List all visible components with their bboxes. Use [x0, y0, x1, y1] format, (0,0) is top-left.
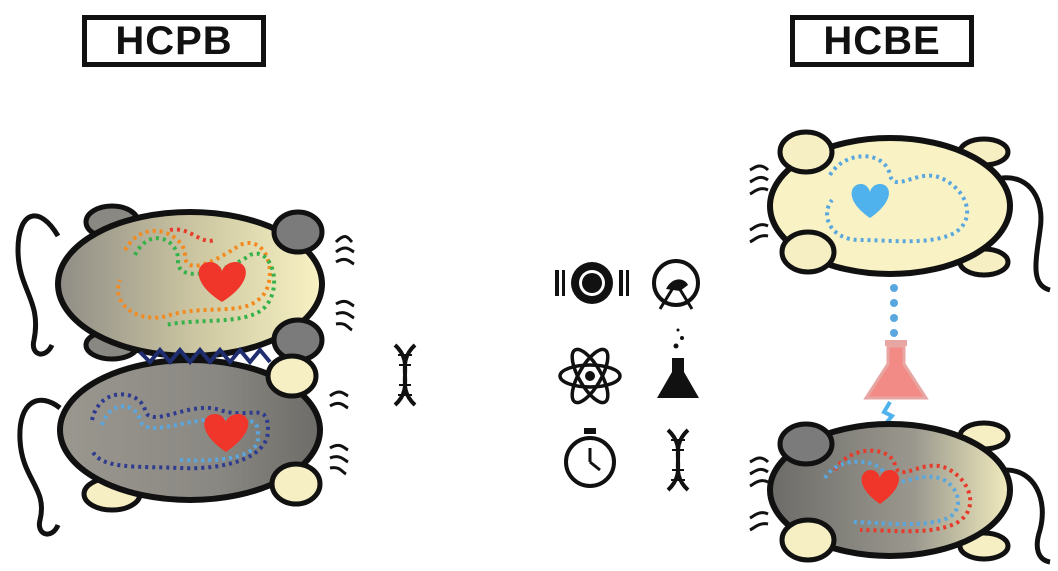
blood-drop — [890, 314, 898, 322]
blood-drop — [890, 284, 898, 292]
flask-icon — [866, 340, 926, 398]
bottom-mouse-ear — [272, 464, 320, 504]
top-mouse-tail — [18, 216, 58, 354]
recipient-mouse-whiskers — [750, 458, 768, 530]
stopwatch-icon — [566, 428, 614, 486]
donor-mouse-whiskers — [750, 166, 768, 242]
atom-icon — [560, 345, 620, 408]
bottom-mouse-whiskers — [330, 392, 348, 474]
bottom-mouse-tail — [20, 400, 60, 534]
top-mouse-ear — [274, 212, 322, 252]
top-mouse-ear — [274, 320, 322, 360]
top-mouse-whiskers — [336, 237, 354, 330]
bottom-mouse-ear — [268, 356, 316, 396]
blood-drop — [890, 329, 898, 337]
diet-plate-icon — [555, 262, 629, 304]
recipient-mouse-ear — [782, 520, 834, 560]
hcbe-mouse-exchange — [750, 132, 1050, 562]
donor-mouse-ear — [782, 232, 834, 272]
dna-icon — [668, 430, 688, 490]
center-icon-grid — [555, 261, 699, 490]
flask-icon — [657, 329, 699, 399]
hcpb-mouse-pair — [18, 206, 415, 534]
recipient-mouse-ear — [780, 424, 832, 464]
recipient-mouse-tail — [1006, 470, 1050, 562]
dna-icon — [395, 345, 415, 405]
donor-mouse-ear — [780, 132, 832, 172]
exercise-wheel-icon — [654, 261, 698, 309]
blood-drop — [890, 299, 898, 307]
